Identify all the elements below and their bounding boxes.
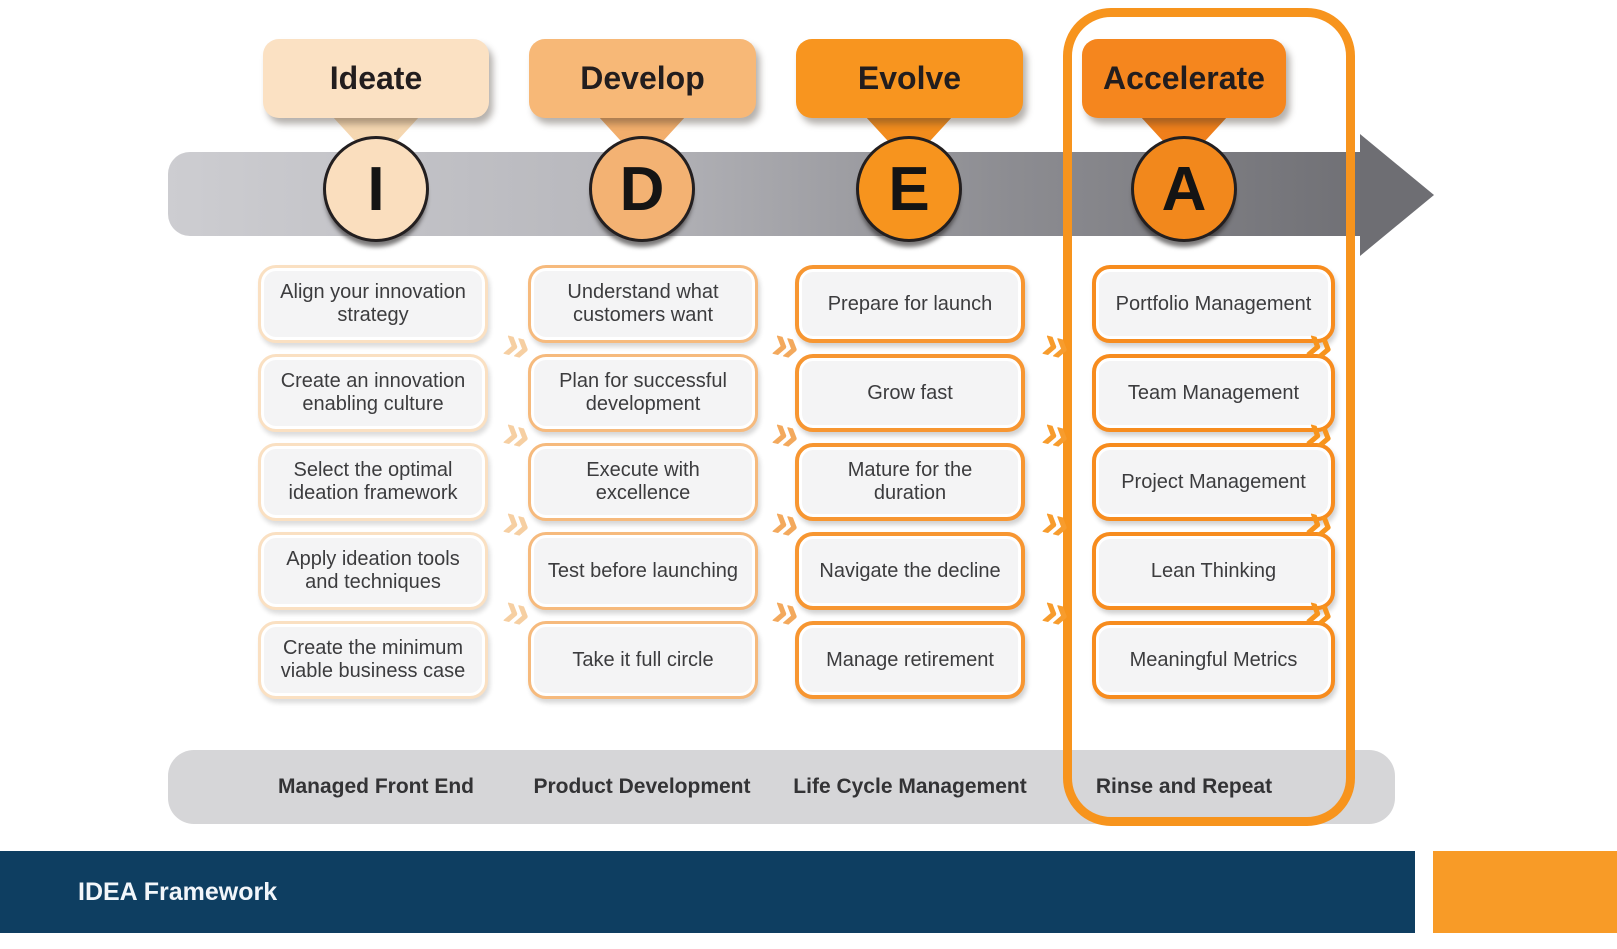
stage-letter-badge-i: I: [323, 136, 429, 242]
stage-item: Take it full circle: [528, 621, 758, 699]
timeline-arrowhead-icon: [1360, 134, 1434, 256]
stage-item: Apply ideation tools and techniques: [258, 532, 488, 610]
stage-item: Understand what customers want: [528, 265, 758, 343]
stage-item: Create the minimum viable business case: [258, 621, 488, 699]
stage-header-evolve: Evolve: [796, 39, 1023, 118]
phase-label-life-cycle-management: Life Cycle Management: [793, 775, 1027, 798]
stage-item: Plan for successful development: [528, 354, 758, 432]
stage-header-develop: Develop: [529, 39, 756, 118]
slide-title: IDEA Framework: [78, 877, 278, 906]
stage-item: Create an innovation enabling culture: [258, 354, 488, 432]
stage-item: Project Management: [1092, 443, 1335, 521]
stage-item: Test before launching: [528, 532, 758, 610]
stage-item: Navigate the decline: [795, 532, 1025, 610]
stage-letter-badge-a: A: [1131, 136, 1237, 242]
stage-item: Align your innovation strategy: [258, 265, 488, 343]
stage-item: Meaningful Metrics: [1092, 621, 1335, 699]
footer-accent-block: [1433, 851, 1617, 933]
stage-header-ideate: Ideate: [263, 39, 489, 118]
stage-header-accelerate: Accelerate: [1082, 39, 1286, 118]
stage-item: Mature for the duration: [795, 443, 1025, 521]
stage-letter-badge-d: D: [589, 136, 695, 242]
stage-item: Team Management: [1092, 354, 1335, 432]
footer-bar: IDEA Framework: [0, 851, 1415, 933]
stage-letter-badge-e: E: [856, 136, 962, 242]
stage-item: Manage retirement: [795, 621, 1025, 699]
phase-label-managed-front-end: Managed Front End: [278, 775, 474, 798]
phase-label-product-development: Product Development: [533, 775, 751, 798]
stage-item: Execute with excellence: [528, 443, 758, 521]
stage-item: Grow fast: [795, 354, 1025, 432]
stage-item: Select the optimal ideation framework: [258, 443, 488, 521]
phase-band: [168, 750, 1395, 824]
accelerate-highlight-outline: [1063, 8, 1355, 826]
stage-item: Portfolio Management: [1092, 265, 1335, 343]
stage-item: Prepare for launch: [795, 265, 1025, 343]
phase-label-rinse-and-repeat: Rinse and Repeat: [1095, 775, 1273, 798]
stage-item: Lean Thinking: [1092, 532, 1335, 610]
